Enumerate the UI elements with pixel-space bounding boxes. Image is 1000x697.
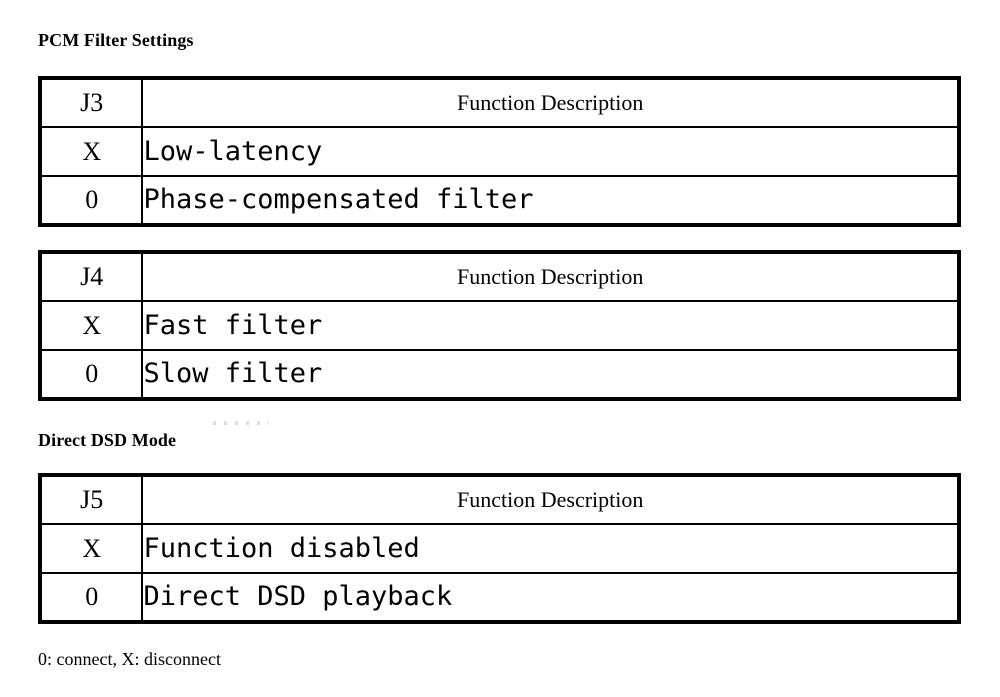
table-header-row: J3 Function Description (38, 77, 960, 128)
table-row: 0 Direct DSD playback (38, 572, 960, 623)
jumper-header-j4: J4 (38, 251, 144, 302)
table-row: 0 Slow filter (38, 349, 960, 400)
jumper-state-value: 0 (38, 349, 144, 400)
table-row: X Function disabled (38, 523, 960, 574)
jumper-table-j3: J3 Function Description X Low-latency 0 … (38, 76, 961, 227)
jumper-state-value: 0 (38, 175, 144, 226)
jumper-header-j3: J3 (38, 77, 144, 128)
jumper-description-value: Fast filter (141, 300, 960, 351)
description-header-j5: Function Description (141, 474, 960, 525)
description-header-j3: Function Description (141, 77, 960, 128)
section-heading-pcm-filter-settings: PCM Filter Settings (38, 30, 194, 50)
jumper-header-j5: J5 (38, 474, 144, 525)
jumper-state-value: X (38, 126, 144, 177)
table-row: X Fast filter (38, 300, 960, 351)
jumper-table-j5: J5 Function Description X Function disab… (38, 473, 961, 624)
jumper-state-value: 0 (38, 572, 144, 623)
section-heading-direct-dsd-mode: Direct DSD Mode (38, 430, 177, 450)
jumper-description-value: Function disabled (141, 523, 960, 574)
legend-footnote: 0: connect, X: disconnect (38, 649, 221, 669)
jumper-description-value: Low-latency (141, 126, 960, 177)
jumper-description-value: Direct DSD playback (141, 572, 960, 623)
jumper-state-value: X (38, 300, 144, 351)
table-row: 0 Phase-compensated filter (38, 175, 960, 226)
description-header-j4: Function Description (141, 251, 960, 302)
table-row: X Low-latency (38, 126, 960, 177)
scan-artifact (213, 421, 269, 425)
jumper-description-value: Phase-compensated filter (141, 175, 960, 226)
jumper-description-value: Slow filter (141, 349, 960, 400)
jumper-state-value: X (38, 523, 144, 574)
table-header-row: J4 Function Description (38, 251, 960, 302)
jumper-table-j4: J4 Function Description X Fast filter 0 … (38, 250, 961, 401)
table-header-row: J5 Function Description (38, 474, 960, 525)
